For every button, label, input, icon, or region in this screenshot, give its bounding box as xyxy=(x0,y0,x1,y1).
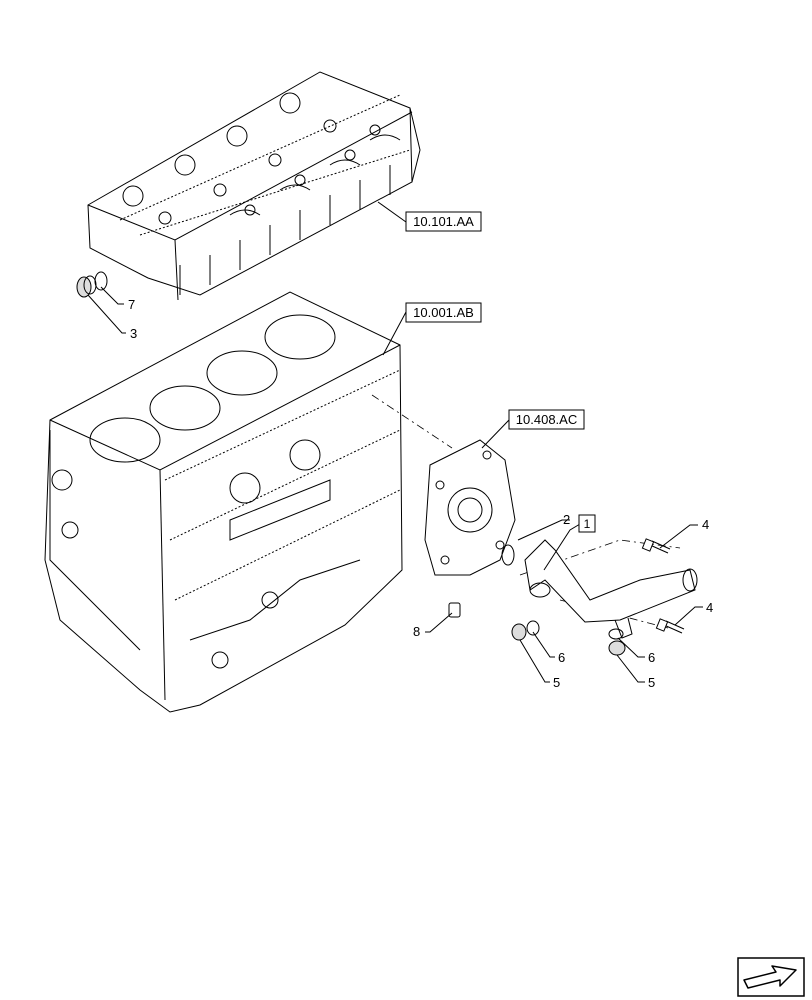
cylinder-head-illustration xyxy=(87,71,421,301)
engine-block-illustration xyxy=(44,291,403,713)
next-page-arrow-icon[interactable] xyxy=(737,957,805,997)
callout-5-right: 5 xyxy=(648,675,655,690)
callout-4-lower: 4 xyxy=(706,600,713,615)
leader-lines xyxy=(87,201,703,683)
callout-6-right: 6 xyxy=(648,650,655,665)
callout-4-upper: 4 xyxy=(702,517,709,532)
svg-text:10.001.AB: 10.001.AB xyxy=(413,305,474,320)
callout-8: 8 xyxy=(413,624,420,639)
small-parts xyxy=(448,538,685,656)
ref-box-cylinder-head[interactable]: 10.101.AA xyxy=(405,211,482,232)
svg-text:10.408.AC: 10.408.AC xyxy=(516,412,577,427)
head-plug-parts xyxy=(76,271,108,298)
callout-7: 7 xyxy=(128,297,135,312)
oil-pipe-illustration xyxy=(501,539,698,639)
callout-2: 2 xyxy=(563,512,570,527)
ref-box-engine-block[interactable]: 10.001.AB xyxy=(405,302,482,323)
callout-3: 3 xyxy=(130,326,137,341)
callout-5-left: 5 xyxy=(553,675,560,690)
callout-1-box: 1 xyxy=(578,514,596,533)
svg-text:10.101.AA: 10.101.AA xyxy=(413,214,474,229)
callout-6-left: 6 xyxy=(558,650,565,665)
ref-box-oil-pump-cover[interactable]: 10.408.AC xyxy=(508,409,585,430)
oil-pump-cover-illustration xyxy=(424,439,516,576)
svg-text:1: 1 xyxy=(584,517,591,531)
